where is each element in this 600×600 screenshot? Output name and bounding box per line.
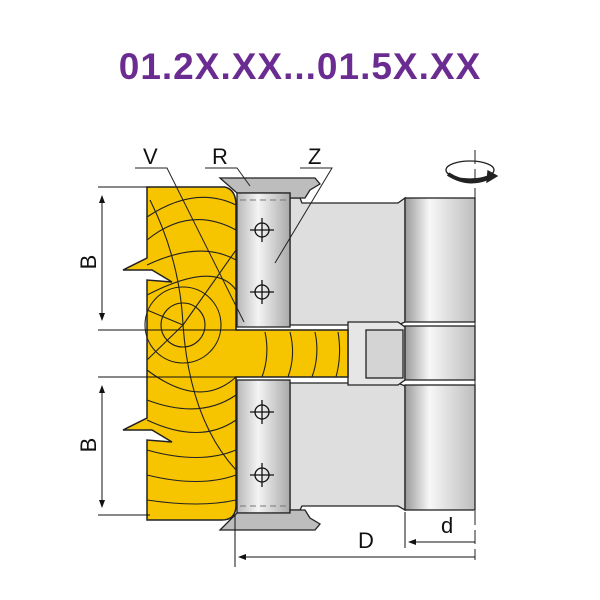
dim-d-bore: d bbox=[441, 513, 453, 538]
product-code-title: 01.2X.XX...01.5X.XX bbox=[118, 46, 482, 87]
dim-b-lower: B bbox=[76, 438, 101, 453]
screw-holes bbox=[250, 218, 274, 487]
dimension-lines bbox=[98, 186, 475, 567]
dim-d-outer: D bbox=[358, 528, 374, 553]
arbor-cylinder bbox=[404, 197, 476, 511]
leader-lines bbox=[135, 167, 333, 323]
knife-lower bbox=[218, 379, 321, 531]
rotation-arrow-icon bbox=[445, 160, 499, 184]
label-r: R bbox=[212, 144, 228, 169]
dim-b-upper: B bbox=[76, 255, 101, 270]
label-z: Z bbox=[308, 144, 321, 169]
label-v: V bbox=[143, 144, 158, 169]
wood-workpiece bbox=[122, 186, 349, 521]
knife-upper bbox=[218, 177, 321, 328]
